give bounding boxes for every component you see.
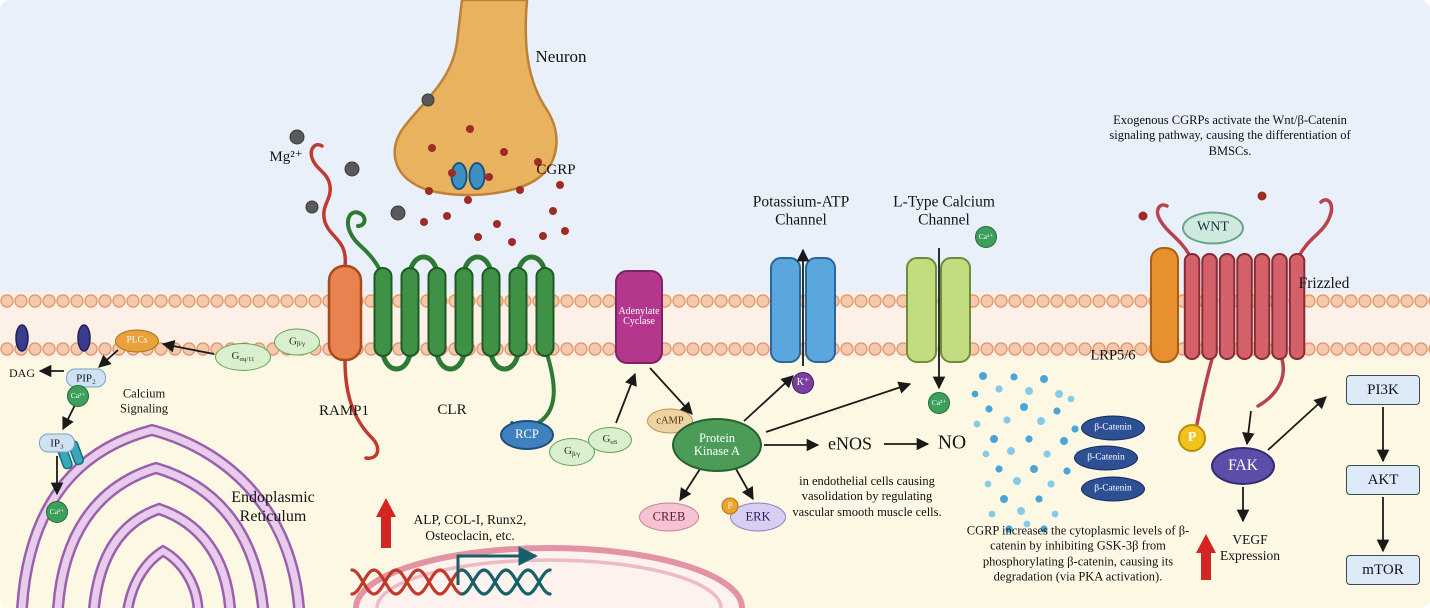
mg-label: Mg²⁺ (269, 149, 303, 166)
calcium-channel-label: L-Type Calcium Channel (893, 193, 995, 229)
protein-kinase-a: Protein Kinase A (672, 418, 762, 472)
extracellular-region (0, 0, 1430, 292)
pip2-molecule: PIP₂ (66, 368, 106, 388)
calcium-signaling-label: Calcium Signaling (120, 386, 168, 415)
neuron-label: Neuron (535, 46, 587, 66)
plcs-enzyme: PLCs (115, 329, 159, 353)
creb-protein: CREB (639, 502, 699, 532)
up-arrow-vegf (1196, 534, 1216, 580)
mg-ion-dots (289, 93, 435, 221)
dag-label: DAG (9, 365, 35, 380)
lrp56-label: LRP5/6 (1090, 347, 1136, 364)
beta-catenin-note: CGRP increases the cytoplasmic levels of… (966, 523, 1190, 584)
wnt-ligand: WNT (1182, 211, 1244, 245)
rcp-protein: RCP (500, 420, 554, 450)
calcium-ion: Ca²⁺ (975, 226, 997, 248)
fak-protein: FAK (1211, 447, 1275, 485)
er-label: Endoplasmic Reticulum (231, 489, 315, 525)
nucleus-shape (353, 545, 745, 608)
l-type-calcium-channel (906, 257, 971, 363)
clr-receptor (345, 210, 556, 430)
enos-label: eNOS (828, 433, 872, 454)
enos-note: in endothelial cells causing vasolidatio… (792, 474, 942, 519)
wnt-note: Exogenous CGRPs activate the Wnt/β-Caten… (1109, 113, 1351, 158)
ramp1-receptor (309, 143, 380, 460)
frizzled-receptor (1155, 198, 1334, 426)
beta-catenin-protein: β-Catenin (1081, 476, 1145, 502)
frizzled-label: Frizzled (1298, 274, 1350, 292)
ramp1-label: RAMP1 (318, 403, 370, 420)
transcription-arrow (456, 546, 538, 585)
potassium-atp-channel (770, 257, 836, 363)
dna-helix (350, 568, 552, 596)
mtor-box: mTOR (1346, 555, 1420, 585)
calcium-ion: Ca²⁺ (46, 501, 68, 523)
calcium-ion: Ca²⁺ (67, 385, 89, 407)
fak-phosphate-icon: P (1178, 424, 1206, 452)
cgrp-label: CGRP (536, 162, 576, 179)
ip3-molecule: IP₃ (39, 433, 75, 453)
up-arrow-osteogenic (376, 498, 396, 548)
adenylate-cyclase: Adenylate Cyclase (615, 270, 663, 364)
synaptic-vesicle-icon (468, 162, 486, 190)
endoplasmic-reticulum-shape (16, 423, 305, 608)
potassium-ion: K⁺ (792, 372, 814, 394)
lipid-head-ovals (15, 324, 91, 352)
signal-arrows (38, 248, 1390, 553)
lrp56-receptor (1150, 247, 1179, 363)
no-label: NO (937, 432, 967, 454)
vegf-label: VEGF Expression (1220, 532, 1280, 563)
beta-catenin-protein: β-Catenin (1081, 415, 1145, 441)
beta-catenin-protein: β-Catenin (1074, 445, 1138, 471)
akt-box: AKT (1346, 465, 1420, 495)
calcium-ion: Ca²⁺ (928, 392, 950, 414)
cgrp-dots (420, 125, 1267, 246)
pi3k-box: PI3K (1346, 375, 1420, 405)
clr-label: CLR (437, 402, 467, 419)
erk-protein: ERK (730, 502, 786, 532)
erk-phosphate-icon: P (721, 497, 739, 515)
osteogenic-genes-label: ALP, COL-I, Runx2, Osteoclacin, etc. (413, 512, 527, 543)
potassium-channel-label: Potassium-ATP Channel (752, 193, 850, 229)
